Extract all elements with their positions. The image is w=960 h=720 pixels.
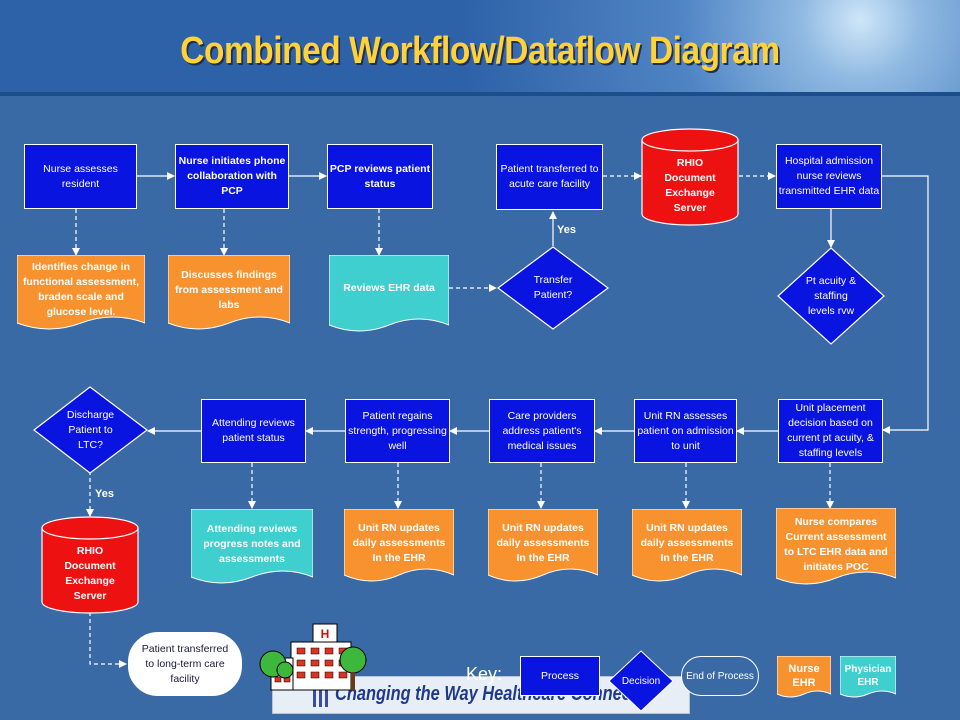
process-unit-placement: Unit placement decision based on current…	[778, 399, 883, 463]
label-yes-discharge: Yes	[95, 488, 114, 500]
edge-rhio-to-ltc	[89, 612, 127, 668]
process-label: Patient transferred to acute care facili…	[500, 163, 599, 190]
nurse-ehr-identifies-change: Identifies change in functional assessme…	[17, 255, 145, 333]
decision-label: Pt acuity & staffing levels rvw	[805, 274, 857, 317]
document-shape	[840, 656, 896, 698]
process-label: PCP reviews patient status	[329, 162, 431, 190]
decision-pt-acuity: Pt acuity & staffing levels rvw	[777, 247, 885, 345]
diamond-shape	[777, 247, 885, 345]
physician-ehr-reviews-data: Reviews EHR data	[329, 255, 449, 335]
document-label: Unit RN updates daily assessments In the…	[352, 521, 446, 564]
key-decision: Decision	[608, 650, 674, 712]
decision-discharge: Discharge Patient to LTC?	[33, 386, 148, 474]
document-label: Reviews EHR data	[343, 281, 435, 294]
rhio-server-top: RHIO Document Exchange Server	[641, 128, 739, 226]
process-label: Unit RN assesses patient on admission to…	[637, 409, 734, 452]
end-patient-transferred-ltc: Patient transferred to long-term care fa…	[128, 632, 242, 696]
process-nurse-assesses: Nurse assesses resident	[24, 144, 137, 209]
document-shape	[632, 509, 742, 582]
edge-hospital-to-placement	[882, 175, 929, 434]
process-label: Attending reviews patient status	[212, 417, 295, 444]
document-label: Discusses findings from assessment and l…	[175, 268, 283, 311]
process-label: Hospital admission nurse reviews transmi…	[778, 155, 880, 197]
process-hospital-admission: Hospital admission nurse reviews transmi…	[776, 144, 882, 209]
process-unit-rn-assesses: Unit RN assesses patient on admission to…	[634, 399, 737, 463]
label-yes-transfer: Yes	[557, 224, 576, 236]
cylinder-shape	[41, 516, 139, 614]
document-shape	[488, 509, 598, 582]
process-patient-transferred-acute: Patient transferred to acute care facili…	[496, 144, 603, 210]
document-label: Identifies change in functional assessme…	[22, 261, 140, 318]
document-label: Unit RN updates daily assessments In the…	[640, 521, 734, 564]
rhio-server-bottom: RHIO Document Exchange Server	[41, 516, 139, 614]
document-shape	[168, 255, 290, 330]
document-shape	[329, 255, 449, 332]
process-nurse-initiates: Nurse initiates phone collaboration with…	[175, 144, 289, 209]
physician-ehr-attending-notes: Attending reviews progress notes and ass…	[191, 509, 313, 587]
nurse-ehr-discusses-findings: Discusses findings from assessment and l…	[168, 255, 290, 333]
svg-text:H: H	[321, 627, 330, 641]
rhio-label: RHIO Document Exchange Server	[664, 157, 716, 214]
nurse-ehr-unit-rn-updates-2: Unit RN updates daily assessments In the…	[488, 509, 598, 585]
document-shape	[17, 255, 145, 330]
header-globe-banner	[0, 0, 960, 96]
decision-transfer-patient: Transfer Patient?	[497, 246, 609, 330]
cylinder-shape	[641, 128, 739, 226]
process-label: Care providers address patient's medical…	[502, 409, 582, 452]
process-label: Unit placement decision based on current…	[787, 402, 874, 459]
slide-title: Combined Workflow/Dataflow Diagram	[180, 30, 780, 72]
process-label: Nurse assesses resident	[43, 162, 118, 190]
document-label: Nurse compares Current assessment to LTC…	[784, 516, 888, 573]
key-label: Key:	[466, 664, 503, 684]
document-shape	[776, 508, 896, 585]
key-physician-ehr: Physician EHR	[840, 656, 896, 700]
end-label: Patient transferred to long-term care fa…	[141, 642, 229, 685]
process-attending-reviews: Attending reviews patient status	[201, 399, 306, 463]
diamond-shape	[497, 246, 609, 330]
key-decision-label: Decision	[621, 675, 661, 687]
document-shape	[344, 509, 454, 582]
process-pcp-reviews: PCP reviews patient status	[327, 144, 433, 209]
hospital-building-icon: H	[259, 623, 367, 691]
key-physician-ehr-label: Physician EHR	[844, 664, 892, 688]
key-process: Process	[520, 656, 600, 696]
document-shape	[777, 656, 831, 698]
nurse-ehr-unit-rn-updates-3: Unit RN updates daily assessments In the…	[632, 509, 742, 585]
key-end-of-process: End of Process	[681, 656, 759, 696]
document-shape	[191, 509, 313, 584]
decision-label: Transfer Patient?	[533, 274, 573, 301]
key-end-label: End of Process	[686, 670, 754, 682]
document-label: Attending reviews progress notes and ass…	[203, 522, 301, 565]
nurse-ehr-unit-rn-updates-1: Unit RN updates daily assessments In the…	[344, 509, 454, 585]
diamond-shape	[33, 386, 148, 474]
key-process-label: Process	[541, 669, 579, 682]
key-nurse-ehr-label: Nurse EHR	[788, 663, 820, 689]
process-patient-regains: Patient regains strength, progressing we…	[345, 399, 450, 463]
document-label: Unit RN updates daily assessments In the…	[496, 521, 590, 564]
key-nurse-ehr: Nurse EHR	[777, 656, 831, 700]
process-care-providers: Care providers address patient's medical…	[489, 399, 595, 463]
process-label: Nurse initiates phone collaboration with…	[178, 155, 286, 197]
rhio-label: RHIO Document Exchange Server	[64, 545, 116, 602]
decision-label: Discharge Patient to LTC?	[66, 408, 115, 451]
nurse-ehr-nurse-compares: Nurse compares Current assessment to LTC…	[776, 508, 896, 588]
process-label: Patient regains strength, progressing we…	[348, 409, 447, 452]
diamond-shape	[608, 650, 674, 712]
